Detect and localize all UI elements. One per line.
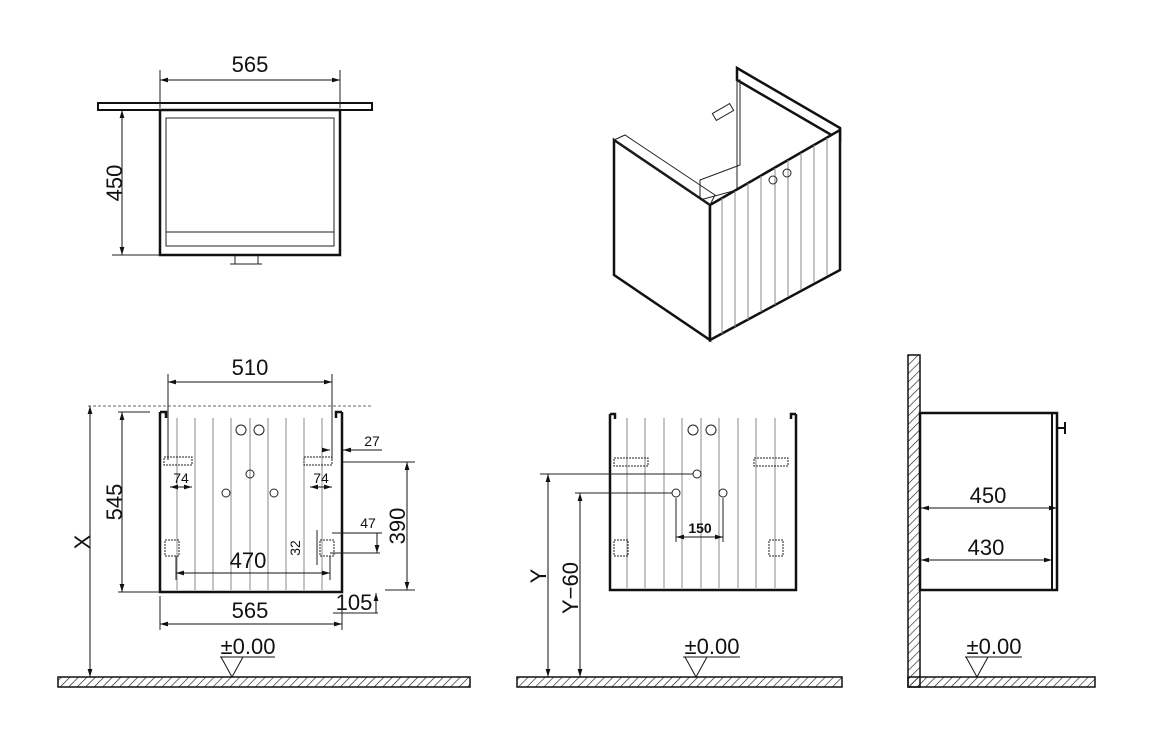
floor-hatch: [907, 676, 1096, 688]
dim-outer-depth: 450: [970, 483, 1007, 508]
door-grooves: [626, 418, 776, 588]
dim-bottom-width: 565: [232, 598, 269, 623]
floor-level-label: ±0.00: [967, 634, 1022, 659]
dim-hanger-spacing: 32: [287, 540, 303, 556]
floor-hatch: [57, 676, 471, 688]
door-grooves: [176, 418, 323, 590]
dim-bracket-height: 390: [385, 508, 410, 545]
dim-total-height: X: [70, 534, 95, 549]
dim-bottom-offset: 105: [336, 590, 373, 615]
door-knob-icon: [768, 175, 778, 185]
plumbing-view: Y Y−60 150 ±0.00: [516, 412, 843, 688]
dim-height-y: Y: [526, 568, 551, 583]
isometric-view: [612, 65, 842, 343]
dim-inner-depth: 430: [968, 535, 1005, 560]
dim-cabinet-height: 545: [102, 484, 127, 521]
dim-hole-spacing: 150: [688, 520, 712, 536]
front-view: 510 X 545 27 74 74 47 32 470 390 10: [57, 355, 471, 688]
dim-top-width: 510: [232, 355, 269, 380]
top-depth-dim: 450: [102, 165, 127, 202]
top-width-dim: 565: [232, 52, 269, 77]
dim-hanger-offset: 47: [360, 515, 376, 531]
door-knob-icon: [235, 424, 247, 436]
door-knob-icon: [782, 168, 792, 178]
cabinet-top-inner: [165, 117, 335, 247]
dim-bracket-width-left: 74: [173, 470, 189, 486]
cabinet-top-outline: [158, 108, 342, 257]
top-view: 565 450: [97, 52, 373, 265]
floor-level-label: ±0.00: [221, 634, 276, 659]
door-knob-icon: [687, 424, 699, 436]
dim-height-y-minus-60: Y−60: [558, 562, 583, 614]
door-knob-icon: [253, 424, 265, 436]
door-knob-icon: [705, 424, 717, 436]
dim-bracket-spacing: 470: [230, 548, 267, 573]
floor-level-label: ±0.00: [685, 634, 740, 659]
dim-bracket-offset: 27: [364, 433, 380, 449]
level-marker-icon: [965, 656, 989, 679]
side-view: 450 430 ±0.00: [907, 354, 1096, 688]
knob-icon: [1057, 422, 1066, 434]
wall-hatch: [907, 354, 921, 688]
dim-bracket-width-right: 74: [313, 470, 329, 486]
level-marker-icon: [220, 656, 244, 679]
level-marker-icon: [684, 656, 708, 679]
door-grooves: [721, 138, 828, 334]
wall-bracket-icon: [711, 102, 735, 122]
floor-hatch: [516, 676, 843, 688]
